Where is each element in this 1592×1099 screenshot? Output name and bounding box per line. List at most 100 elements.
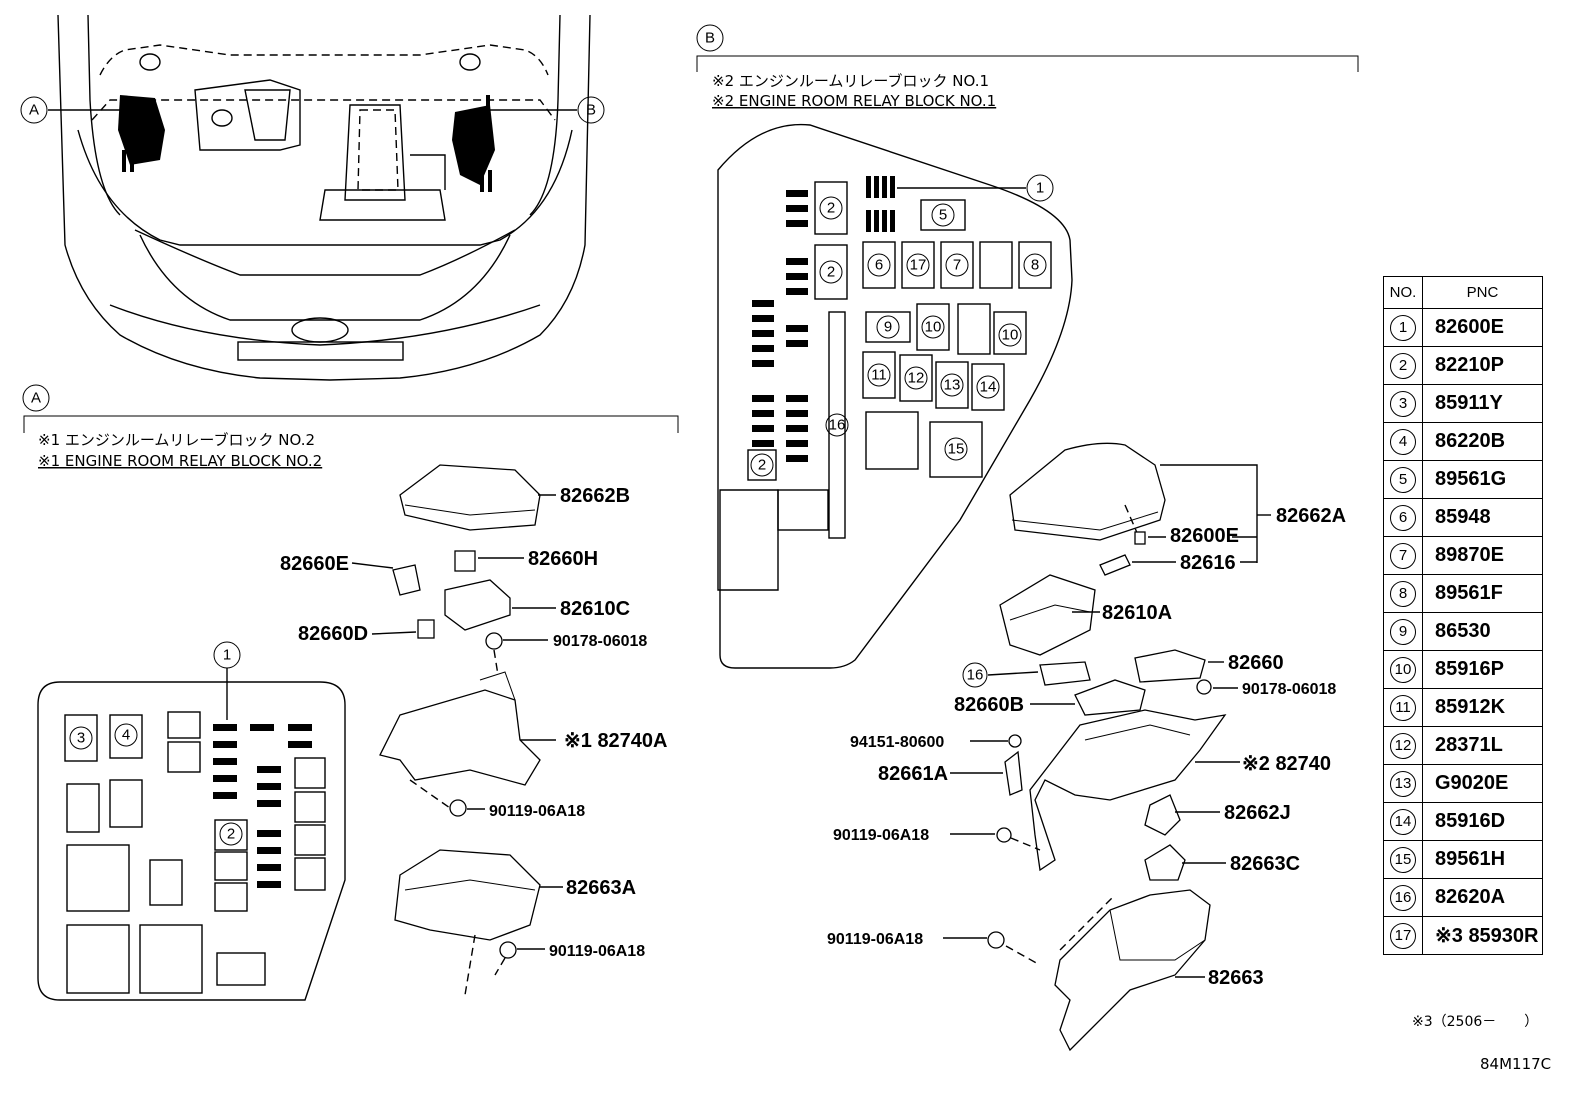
section-a-header: A ※1 エンジンルームリレーブロック NO.2 ※1 ENGINE ROOM … bbox=[22, 384, 679, 470]
row-pnc: 86220B bbox=[1422, 422, 1543, 461]
row-number: 6 bbox=[1390, 504, 1416, 531]
relay-block-no1-layout: 2 2 5 6 17 7 8 9 10 10 11 12 bbox=[717, 123, 1073, 669]
part-82740A: ※1 82740A bbox=[564, 730, 668, 752]
part-82610C: 82610C bbox=[560, 598, 630, 620]
part-82662J: 82662J bbox=[1224, 802, 1291, 824]
car-marker-a: A bbox=[29, 102, 39, 119]
relay-block-no1-exploded: 82662A 82600E 82616 82610A 82660 16 8266… bbox=[827, 442, 1346, 1052]
relay-block-no2-layout: 3 4 2 bbox=[37, 641, 346, 1001]
part-90178-06018-b: 90178-06018 bbox=[1242, 681, 1336, 698]
b-callout-2c: 2 bbox=[758, 457, 766, 474]
callout-marker-b bbox=[577, 96, 605, 124]
row-number: 8 bbox=[1390, 580, 1416, 607]
row-number: 13 bbox=[1390, 770, 1416, 797]
row-number: 16 bbox=[1390, 884, 1416, 911]
b-callout-14: 14 bbox=[980, 379, 997, 396]
b-callout-11: 11 bbox=[871, 367, 887, 384]
part-82662B: 82662B bbox=[560, 485, 630, 507]
row-pnc: 89561G bbox=[1422, 460, 1543, 499]
row-number: 12 bbox=[1390, 732, 1416, 759]
footnote-3: ※3（2506－ ） bbox=[1412, 1014, 1539, 1030]
row-number: 1 bbox=[1390, 314, 1416, 341]
part-82600E: 82600E bbox=[1170, 525, 1239, 547]
row-pnc: 82210P bbox=[1422, 346, 1543, 385]
part-82660B: 82660B bbox=[954, 694, 1024, 716]
row-number: 7 bbox=[1390, 542, 1416, 569]
b-callout-8: 8 bbox=[1031, 257, 1039, 274]
table-header-row: NO. PNC bbox=[1383, 276, 1543, 309]
table-header-no: NO. bbox=[1383, 276, 1423, 309]
b-callout-9: 9 bbox=[884, 319, 892, 336]
row-pnc: 85916D bbox=[1422, 802, 1543, 841]
row-pnc: ※3 85930R bbox=[1422, 916, 1543, 955]
row-number: 17 bbox=[1390, 922, 1416, 949]
row-number: 4 bbox=[1390, 428, 1416, 455]
part-82660D: 82660D bbox=[298, 623, 368, 645]
b-callout-2b: 2 bbox=[827, 264, 835, 281]
part-82616: 82616 bbox=[1180, 552, 1236, 574]
row-number: 14 bbox=[1390, 808, 1416, 835]
diagram-code: 84M117C bbox=[1480, 1055, 1552, 1073]
callout-marker-a bbox=[20, 96, 48, 124]
b-callout-1: 1 bbox=[1036, 180, 1044, 197]
row-number: 3 bbox=[1390, 390, 1416, 417]
section-b-title-jp: ※2 エンジンルームリレーブロック NO.1 bbox=[712, 72, 989, 90]
part-82663: 82663 bbox=[1208, 967, 1264, 989]
row-pnc: 82620A bbox=[1422, 878, 1543, 917]
b-callout-5: 5 bbox=[939, 207, 947, 224]
car-marker-b: B bbox=[586, 102, 596, 119]
row-pnc: 89561H bbox=[1422, 840, 1543, 879]
row-pnc: 85916P bbox=[1422, 650, 1543, 689]
row-pnc: 85948 bbox=[1422, 498, 1543, 537]
row-number: 9 bbox=[1390, 618, 1416, 645]
section-b-marker: B bbox=[705, 30, 715, 47]
row-pnc: 28371L bbox=[1422, 726, 1543, 765]
b-callout-12: 12 bbox=[908, 370, 925, 387]
row-pnc: 86530 bbox=[1422, 612, 1543, 651]
b-callout-6: 6 bbox=[875, 257, 883, 274]
row-number: 11 bbox=[1390, 694, 1416, 721]
section-a-marker: A bbox=[31, 390, 41, 407]
part-90178-06018: 90178-06018 bbox=[553, 633, 647, 650]
part-90119-06A18-b1: 90119-06A18 bbox=[833, 827, 929, 844]
a-callout-2: 2 bbox=[227, 826, 235, 843]
row-number: 10 bbox=[1390, 656, 1416, 683]
a-callout-4: 4 bbox=[122, 727, 130, 744]
b-callout-13: 13 bbox=[944, 377, 961, 394]
part-82660H: 82660H bbox=[528, 548, 598, 570]
section-a-title-jp: ※1 エンジンルームリレーブロック NO.2 bbox=[38, 431, 315, 449]
part-82610A: 82610A bbox=[1102, 602, 1172, 624]
part-94151-80600: 94151-80600 bbox=[850, 734, 944, 751]
part-90119-06A18-b2: 90119-06A18 bbox=[827, 931, 923, 948]
row-number: 5 bbox=[1390, 466, 1416, 493]
row-pnc: 85912K bbox=[1422, 688, 1543, 727]
b-callout-10b: 10 bbox=[1002, 327, 1019, 344]
table-row: 17※3 85930R bbox=[1383, 916, 1543, 955]
b-callout-16: 16 bbox=[829, 417, 846, 434]
b-callout-7: 7 bbox=[953, 257, 961, 274]
part-82660: 82660 bbox=[1228, 652, 1284, 674]
row-number: 15 bbox=[1390, 846, 1416, 873]
row-number: 2 bbox=[1390, 352, 1416, 379]
part-82663A: 82663A bbox=[566, 877, 636, 899]
row-pnc: 89561F bbox=[1422, 574, 1543, 613]
row-pnc: G9020E bbox=[1422, 764, 1543, 803]
section-b-header: B ※2 エンジンルームリレーブロック NO.1 ※2 ENGINE ROOM … bbox=[696, 24, 1359, 110]
part-82661A: 82661A bbox=[878, 763, 948, 785]
row-pnc: 89870E bbox=[1422, 536, 1543, 575]
